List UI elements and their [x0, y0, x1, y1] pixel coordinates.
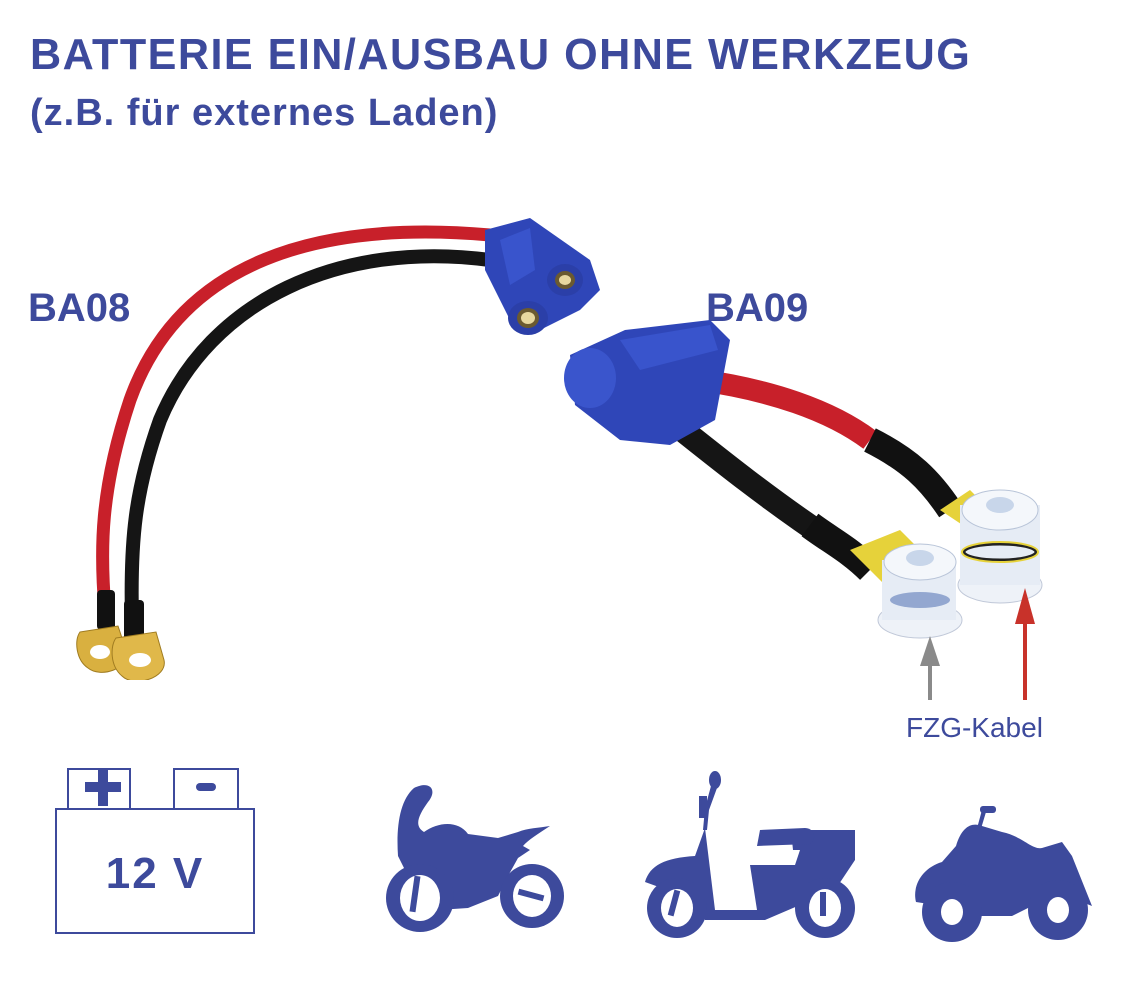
- product-label-ba09: BA09: [706, 286, 809, 330]
- ba08-cable-image: [76, 218, 600, 680]
- battery-voltage: 12 V: [105, 849, 205, 898]
- ec5-female-connector-icon: [485, 218, 600, 335]
- ec5-male-connector-icon: [564, 320, 730, 445]
- page-subtitle: (z.B. für externes Laden): [30, 92, 499, 134]
- scooter-icon: [645, 771, 855, 938]
- minus-icon: [196, 783, 216, 791]
- page-title: BATTERIE EIN/AUSBAU OHNE WERKZEUG: [30, 30, 972, 79]
- sport-motorcycle-icon: [386, 785, 564, 932]
- ba09-cable-image: [564, 320, 1043, 639]
- bolt-terminal-icon: [940, 489, 1043, 604]
- bolt-terminal-icon: [850, 530, 963, 639]
- vehicle-cable-label: FZG-Kabel: [906, 712, 1043, 743]
- positive-arrow-icon: [1015, 588, 1035, 700]
- negative-arrow-icon: [920, 636, 940, 700]
- quad-atv-icon: [915, 806, 1092, 942]
- ring-terminal-icon: [76, 625, 165, 680]
- battery-icon: 12 V: [55, 768, 255, 934]
- product-label-ba08: BA08: [28, 286, 131, 330]
